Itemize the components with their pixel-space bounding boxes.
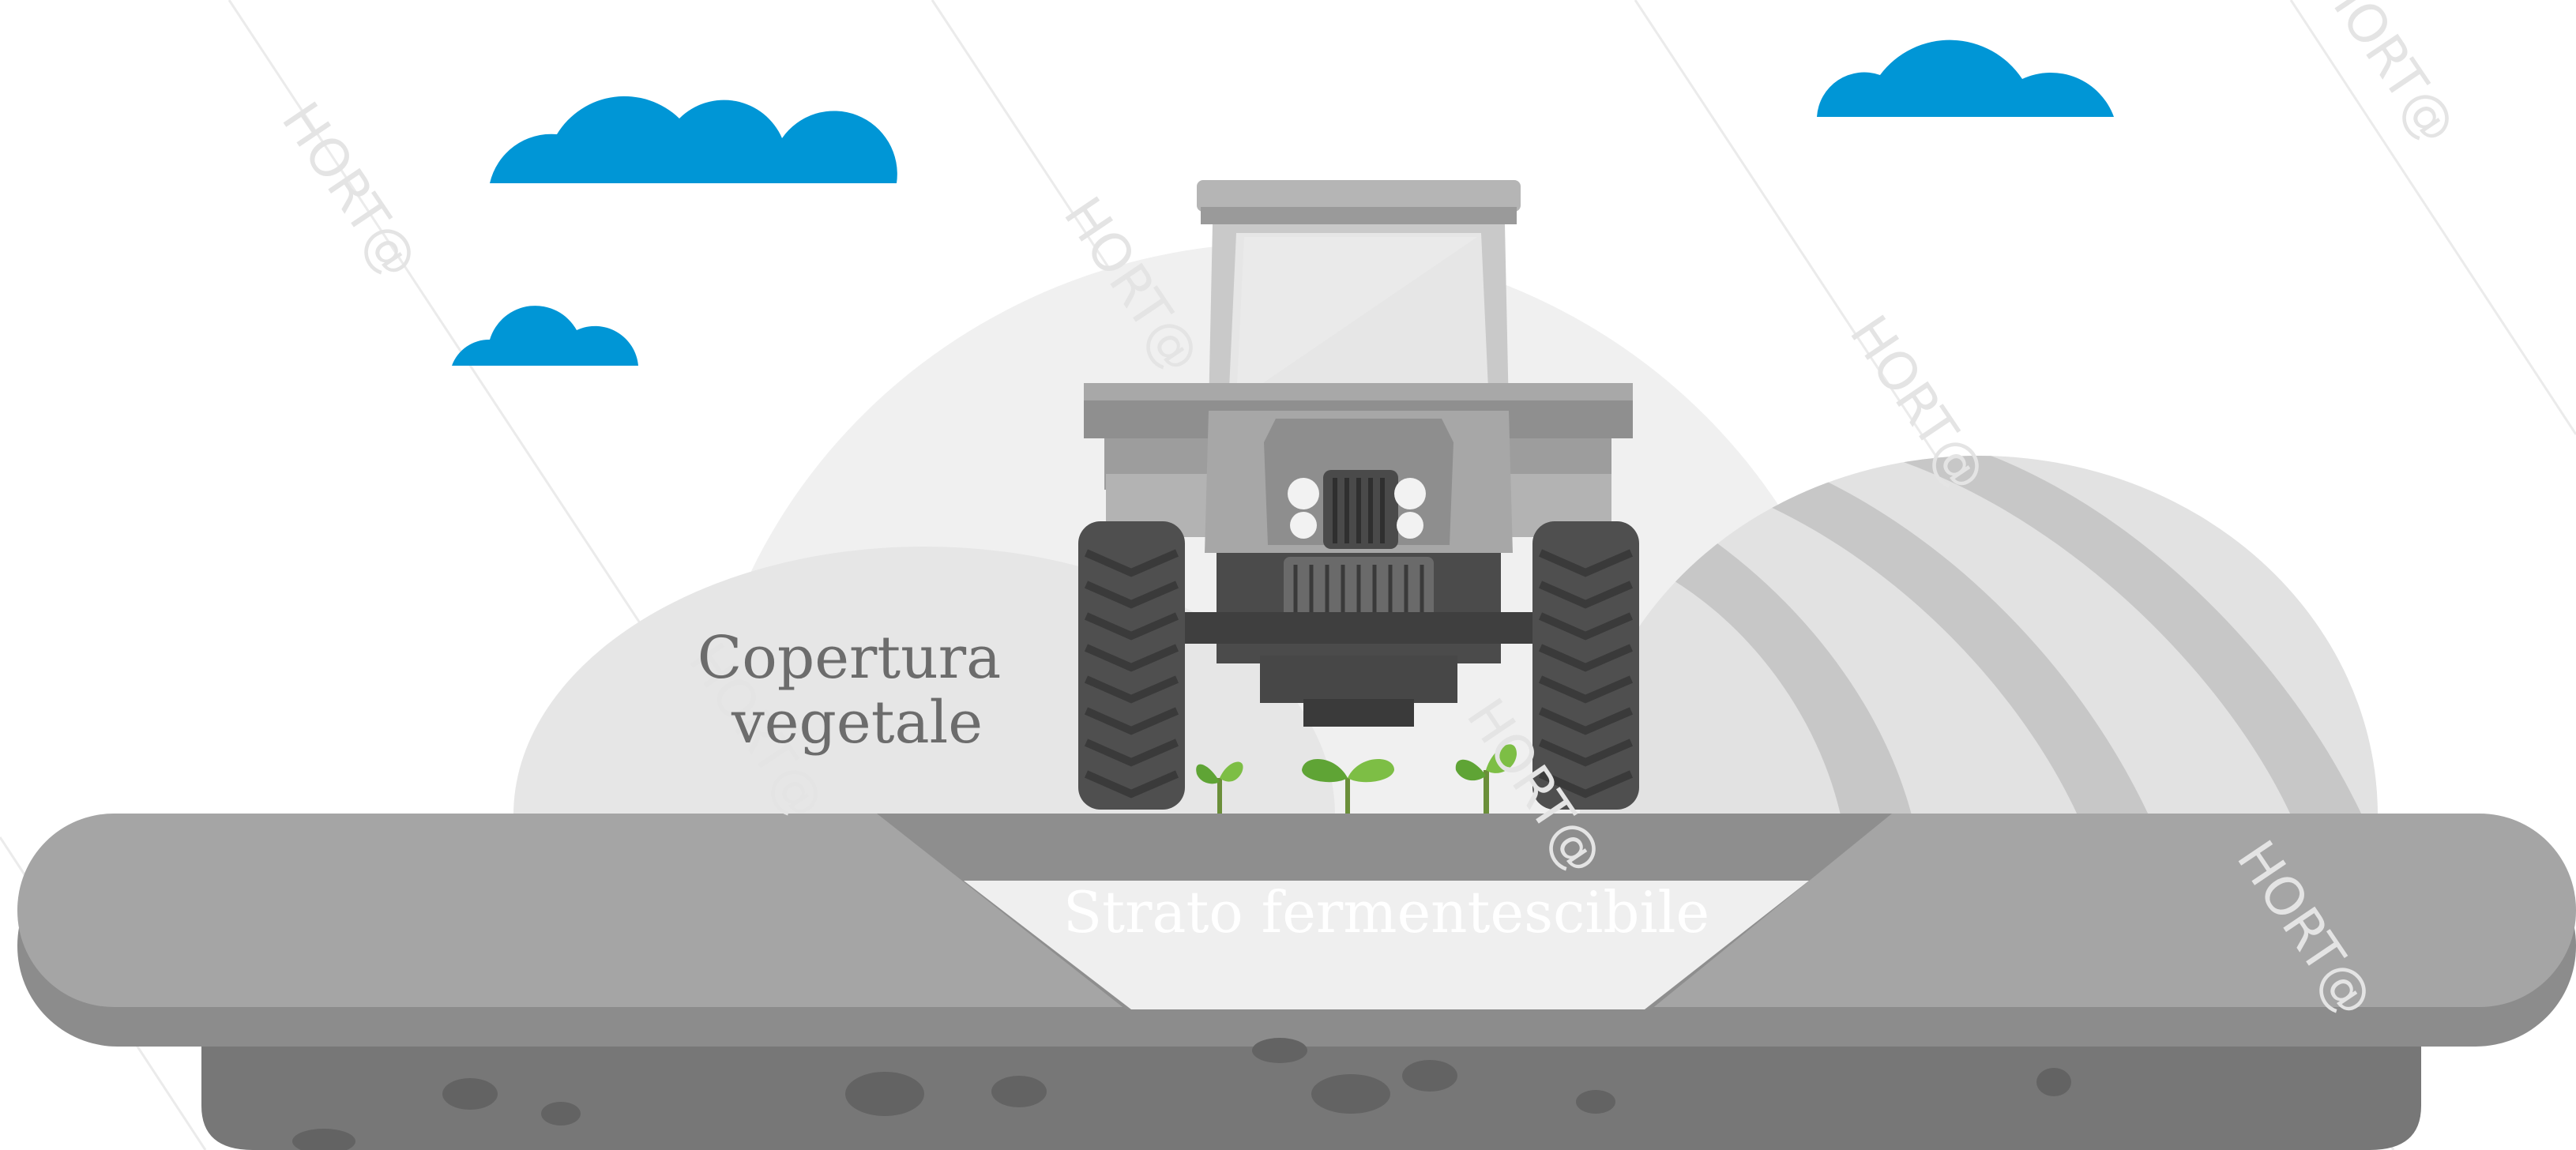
tire-right — [1532, 521, 1639, 810]
layer-label: Strato fermentescibile — [1063, 879, 1709, 945]
soil-layer — [201, 1019, 2421, 1150]
cloud-icon — [1817, 39, 2114, 118]
tire-left — [1078, 521, 1185, 810]
soil-stones — [292, 1038, 2071, 1150]
sprout-icon — [1196, 761, 1243, 814]
sprout-icon — [1455, 744, 1517, 814]
cloud-icon — [490, 96, 897, 183]
cover-label-line1: Copertura — [698, 624, 1002, 692]
ground-cross-section — [17, 814, 2576, 1150]
tractor-icon — [1078, 180, 1639, 810]
cover-label-line2: vegetale — [731, 689, 983, 757]
sprout-icon — [1302, 759, 1394, 814]
fermentable-layer — [964, 881, 1809, 1009]
cloud-icon — [452, 306, 638, 366]
